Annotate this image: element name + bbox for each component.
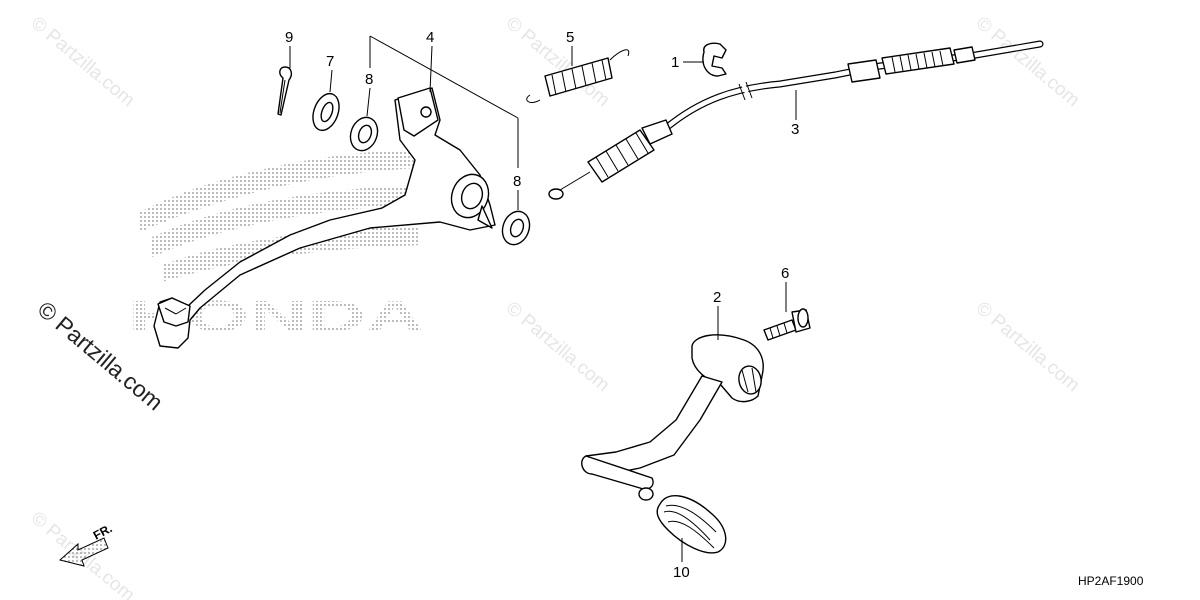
watermark-text: © Partzilla.com bbox=[27, 13, 139, 111]
bolt-part bbox=[763, 308, 811, 341]
callout-7: 7 bbox=[326, 53, 334, 70]
callout-5: 5 bbox=[566, 29, 574, 46]
dust-seal-part bbox=[501, 210, 531, 246]
brake-pedal-part bbox=[153, 87, 496, 349]
leader-lines bbox=[289, 35, 797, 562]
watermark-text: © Partzilla.com bbox=[972, 13, 1084, 111]
callout-labels: 9 7 8 4 8 5 1 3 6 2 10 bbox=[285, 29, 799, 581]
callout-6: 6 bbox=[781, 265, 789, 282]
callout-9: 9 bbox=[285, 29, 293, 46]
watermark-text: © Partzilla.com bbox=[972, 298, 1084, 396]
spring-part bbox=[526, 49, 630, 103]
callout-4: 4 bbox=[426, 29, 434, 46]
pedal-rubber-part bbox=[656, 495, 727, 554]
callout-1: 1 bbox=[671, 54, 679, 71]
diagram-code: HP2AF1900 bbox=[1078, 574, 1144, 588]
callout-2: 2 bbox=[713, 289, 721, 306]
callout-8: 8 bbox=[513, 173, 521, 190]
pedal-arm-part bbox=[581, 334, 764, 501]
direction-label: FR. bbox=[91, 521, 115, 542]
callout-3: 3 bbox=[791, 121, 799, 138]
brake-cable-part bbox=[548, 40, 1044, 200]
washer-part bbox=[312, 92, 340, 132]
callout-10: 10 bbox=[673, 564, 690, 581]
cable-clamp-part bbox=[702, 42, 727, 77]
watermark-text: © Partzilla.com bbox=[502, 298, 614, 396]
dust-seal-part bbox=[349, 116, 379, 152]
cotter-pin-part bbox=[277, 66, 293, 116]
callout-8: 8 bbox=[365, 71, 373, 88]
